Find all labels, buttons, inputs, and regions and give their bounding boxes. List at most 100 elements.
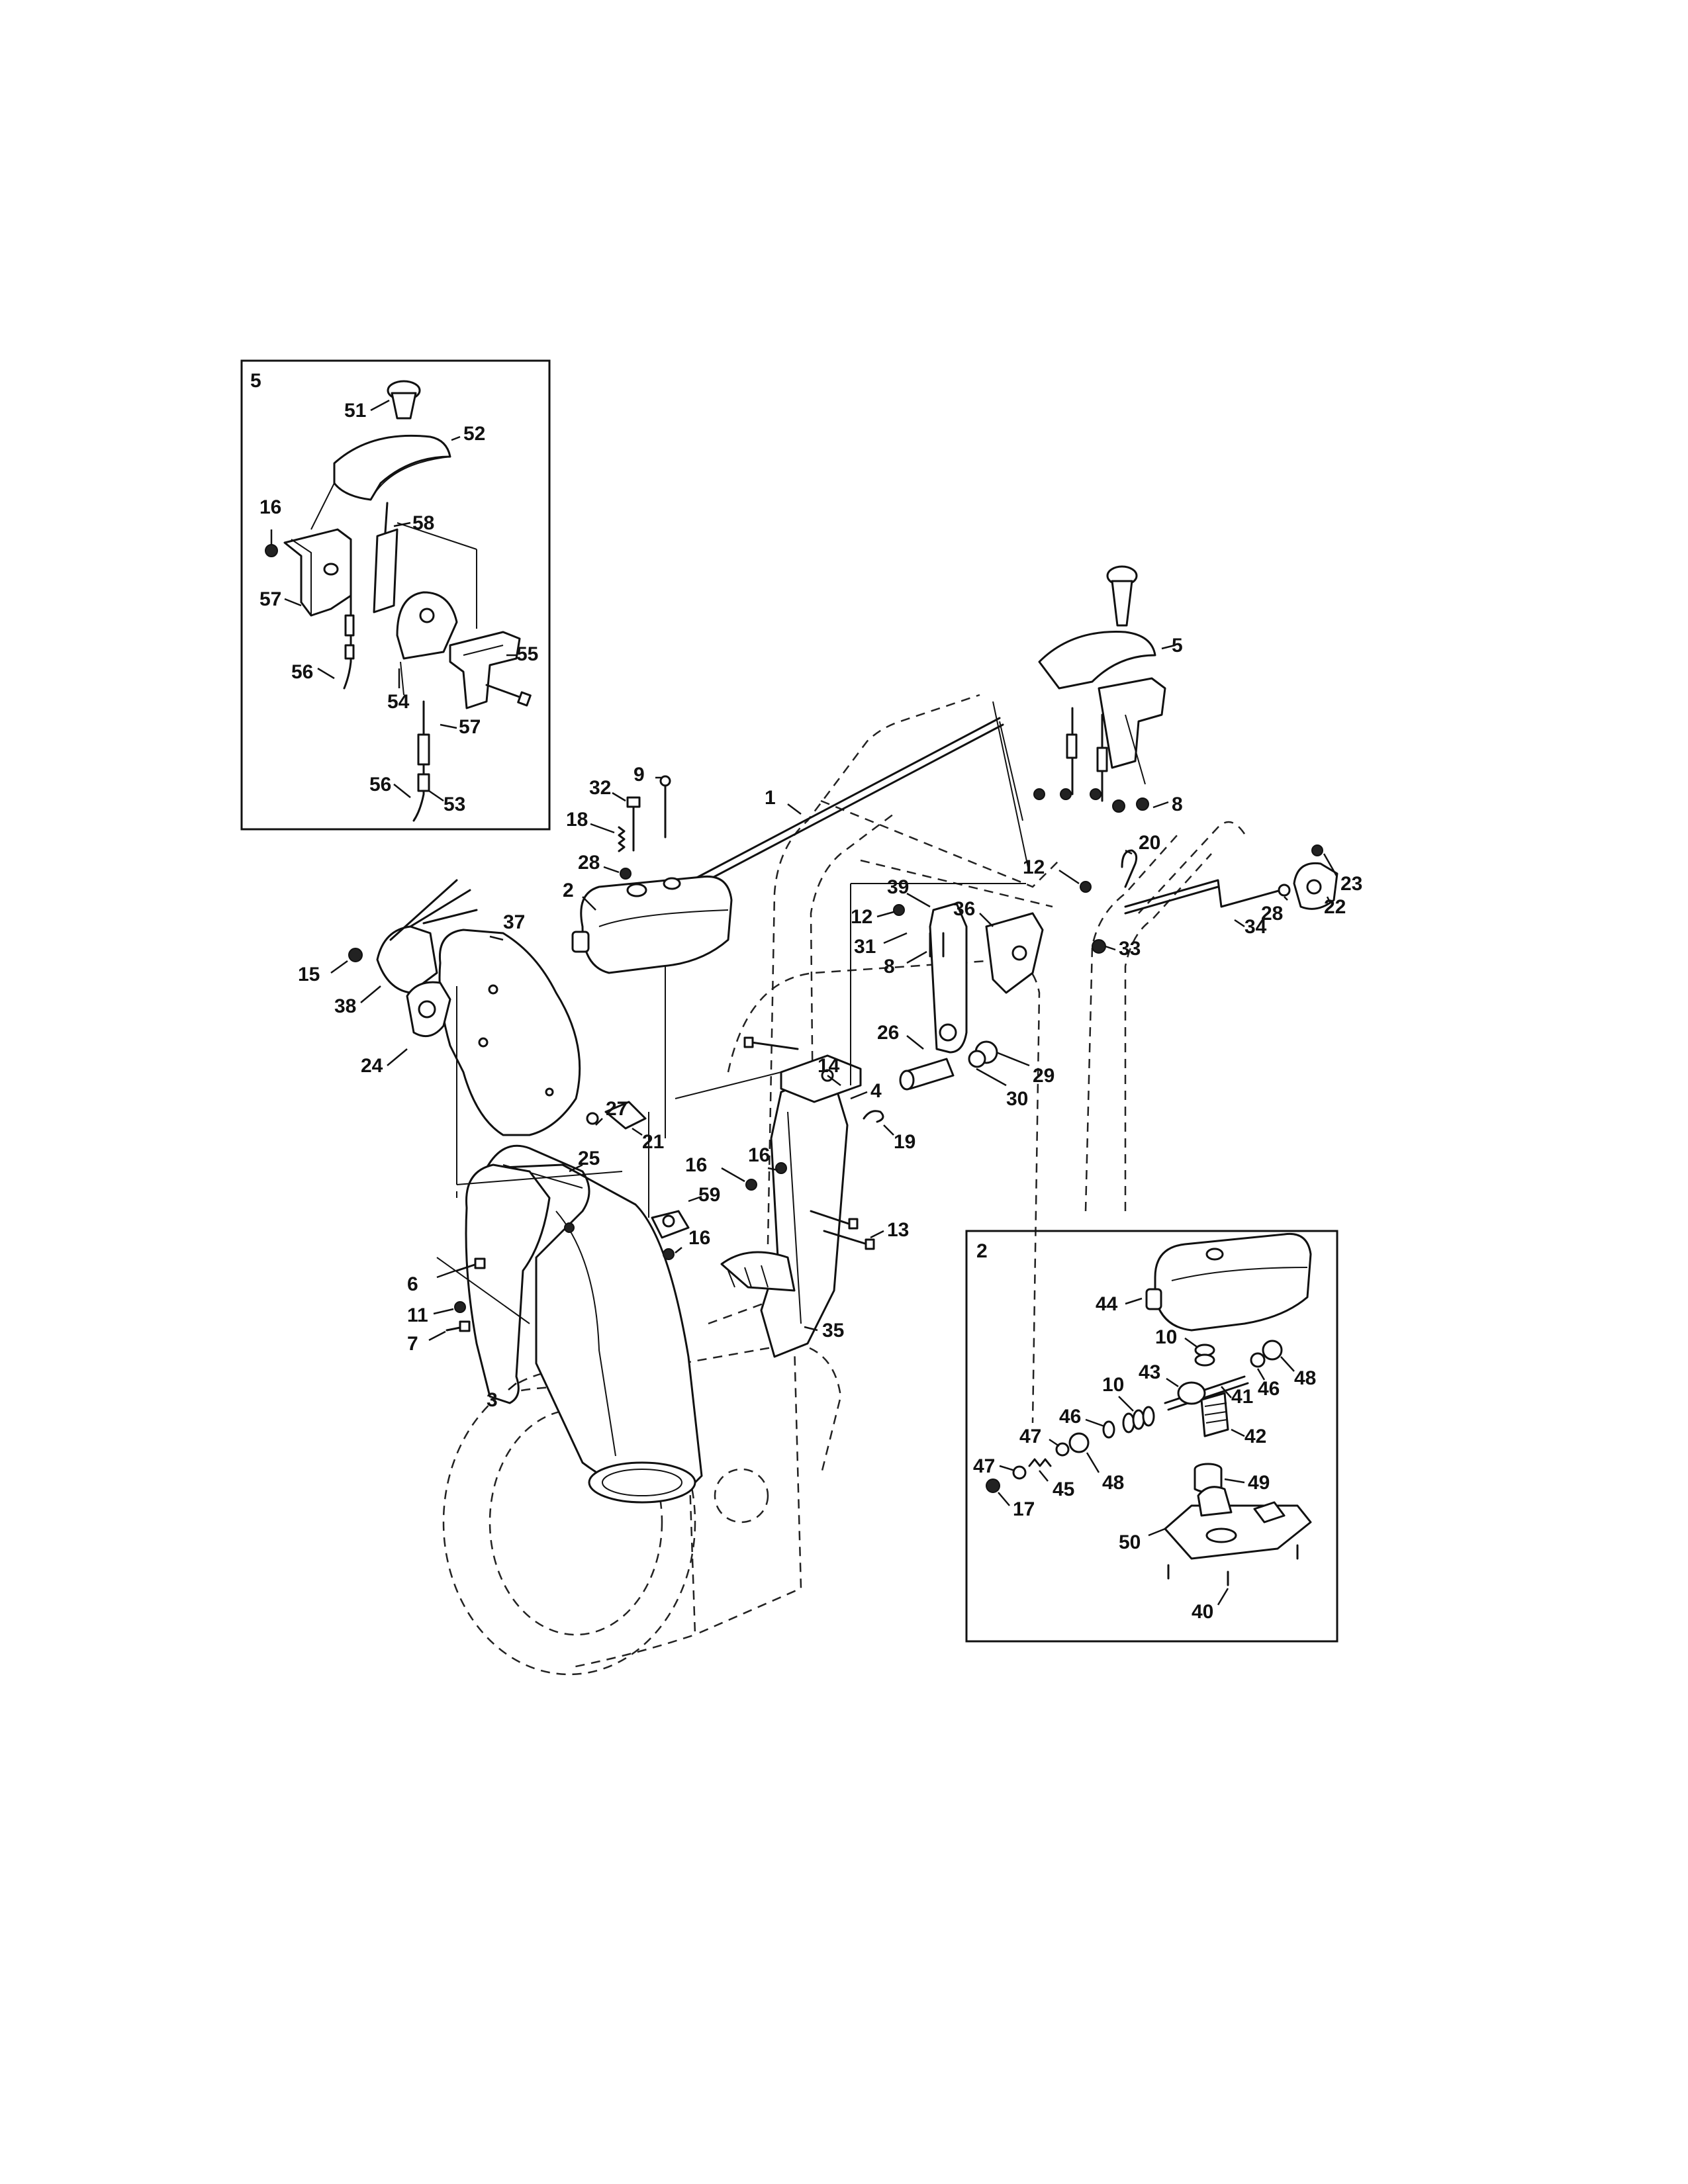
- part-callout-18: 18: [566, 809, 588, 831]
- part-callout-25: 25: [578, 1148, 600, 1169]
- part-callout-50: 50: [1119, 1531, 1141, 1553]
- part-callout-33: 33: [1119, 938, 1141, 960]
- part-callout-31: 31: [854, 936, 876, 958]
- shift-plate: [373, 502, 399, 614]
- deflector-control: [348, 879, 478, 994]
- inset-5-label: 5: [250, 370, 261, 392]
- part-callout-21: 21: [642, 1131, 664, 1153]
- part-callout-52: 52: [463, 423, 485, 445]
- bolts-13: [810, 1210, 875, 1250]
- part-callout-45: 45: [1053, 1479, 1074, 1500]
- shift-knob: [387, 380, 421, 420]
- part-callout-19: 19: [894, 1131, 915, 1153]
- bolt-9: [659, 775, 671, 839]
- bolt-14: [743, 1036, 799, 1050]
- spring-45: [1028, 1458, 1052, 1467]
- part-callout-16: 16: [688, 1227, 710, 1249]
- crank-rod-34: [1124, 879, 1282, 915]
- nut-16: [663, 1248, 675, 1260]
- part-callout-9: 9: [633, 764, 645, 786]
- part-callout-16: 16: [259, 496, 281, 518]
- bearing-48: [1262, 1340, 1283, 1361]
- part-callout-26: 26: [877, 1022, 899, 1044]
- guide-line: [1125, 714, 1146, 785]
- washer-28: [620, 868, 632, 880]
- part-callout-7: 7: [407, 1333, 418, 1355]
- washer-10d: [1132, 1409, 1145, 1430]
- part-callout-58: 58: [412, 512, 434, 534]
- part-callout-46: 46: [1059, 1406, 1081, 1428]
- part-callout-57: 57: [259, 588, 281, 610]
- part-callout-20: 20: [1139, 832, 1160, 854]
- part-callout-47: 47: [973, 1455, 995, 1477]
- part-callout-12: 12: [1023, 856, 1045, 878]
- part-callout-59: 59: [698, 1184, 720, 1206]
- inset-5-frame: [240, 359, 551, 831]
- part-callout-56: 56: [291, 661, 313, 683]
- deflector-gear: [406, 981, 451, 1038]
- part-callout-27: 27: [606, 1098, 628, 1120]
- part-callout-49: 49: [1248, 1472, 1270, 1494]
- guide-line: [436, 1257, 530, 1324]
- part-callout-48: 48: [1102, 1472, 1124, 1494]
- part-callout-4: 4: [870, 1080, 882, 1102]
- nut-12: [1080, 881, 1092, 893]
- part-callout-54: 54: [387, 691, 410, 713]
- part-callout-43: 43: [1139, 1361, 1160, 1383]
- part-callout-22: 22: [1324, 896, 1346, 918]
- part-callout-23: 23: [1340, 873, 1362, 895]
- shift-cable-left: [343, 574, 355, 690]
- inset-5-callouts: 51 52 16 58 57 55 56 54 57 56 53: [259, 399, 538, 815]
- washer-10c: [1122, 1412, 1135, 1433]
- washer-10e: [1142, 1406, 1155, 1427]
- part-callout-56: 56: [369, 774, 391, 796]
- washer-10b: [1194, 1353, 1215, 1367]
- chute-panel-3: [465, 1163, 551, 1404]
- bracket-4: [780, 1054, 862, 1103]
- part-callout-11: 11: [407, 1304, 428, 1326]
- part-callout-37: 37: [503, 911, 525, 933]
- crank-knob-22: [1278, 844, 1338, 910]
- part-callout-28: 28: [1261, 903, 1283, 925]
- guide-line: [999, 721, 1023, 821]
- part-callout-1: 1: [765, 787, 776, 809]
- part-callout-41: 41: [1231, 1386, 1253, 1408]
- shift-lever-assembly: [1033, 565, 1166, 813]
- part-callout-39: 39: [887, 876, 909, 898]
- part-callout-28: 28: [578, 852, 600, 874]
- upper-deflector: [438, 929, 581, 1136]
- washer-47b: [1012, 1465, 1027, 1480]
- nut-17: [986, 1479, 1000, 1493]
- part-callout-30: 30: [1006, 1088, 1028, 1110]
- part-callout-44: 44: [1096, 1293, 1118, 1315]
- bolt-32: [626, 796, 641, 852]
- pin-20: [1121, 849, 1138, 888]
- nut-16c: [745, 1179, 757, 1191]
- bolt-6: [455, 1257, 486, 1272]
- shift-bracket-right: [449, 631, 521, 709]
- part-callout-2: 2: [563, 880, 574, 901]
- nut-16b: [775, 1162, 787, 1174]
- part-callout-36: 36: [953, 898, 975, 920]
- part-callout-3: 3: [487, 1389, 498, 1411]
- part-callout-17: 17: [1013, 1498, 1035, 1520]
- part-callout-16: 16: [685, 1154, 707, 1176]
- shift-gate: [396, 591, 458, 660]
- screw-55: [485, 684, 532, 707]
- gear-bracket-50: [1164, 1486, 1312, 1560]
- bearing-48b: [1068, 1432, 1090, 1453]
- guide-line: [456, 1171, 623, 1185]
- washer-46b: [1102, 1420, 1115, 1439]
- shift-bracket-left: [283, 528, 352, 617]
- part-callout-14: 14: [818, 1055, 840, 1077]
- screws-8-31: [893, 904, 945, 958]
- part-callout-51: 51: [344, 400, 366, 422]
- part-callout-40: 40: [1192, 1601, 1213, 1623]
- nut-11: [454, 1301, 466, 1313]
- nut-16-inset: [265, 544, 278, 557]
- chute-bracket-21: [586, 1101, 647, 1130]
- handle-frame: [727, 694, 1246, 1424]
- inset-2-callouts: 44 10 48 43 41 46 10 46 42 47 49 47 48: [973, 1293, 1316, 1623]
- part-callout-32: 32: [589, 777, 611, 799]
